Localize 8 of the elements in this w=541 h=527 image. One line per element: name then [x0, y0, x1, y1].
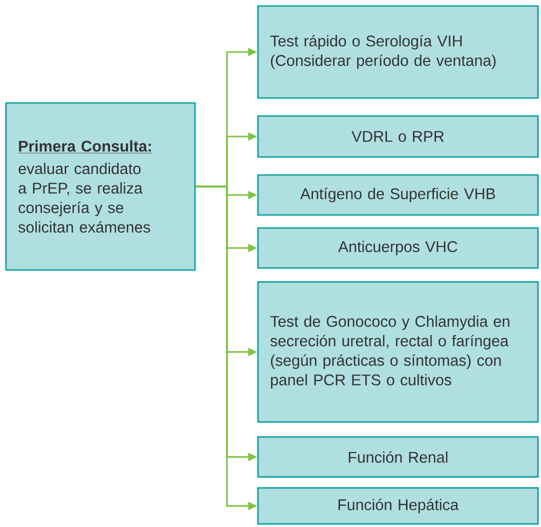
process-box: Antígeno de Superficie VHB: [257, 174, 539, 216]
process-box: VDRL o RPR: [257, 115, 539, 158]
process-box: Anticuerpos VHC: [257, 227, 539, 269]
start-box: Primera Consulta: evaluar candidato a PrEP, se realiza consejería y se solicitan exámenes: [5, 102, 196, 271]
process-box: Función Hepática: [257, 487, 539, 525]
process-box: Test de Gonococo y Chlamydia en secreción uretral, rectal o faríngea (según prácticas o síntomas) con panel PCR ETS o cultivos: [257, 281, 539, 423]
process-box: Función Renal: [257, 436, 539, 478]
process-box: Test rápido o Serología VIH (Considerar período de ventana): [257, 5, 539, 99]
